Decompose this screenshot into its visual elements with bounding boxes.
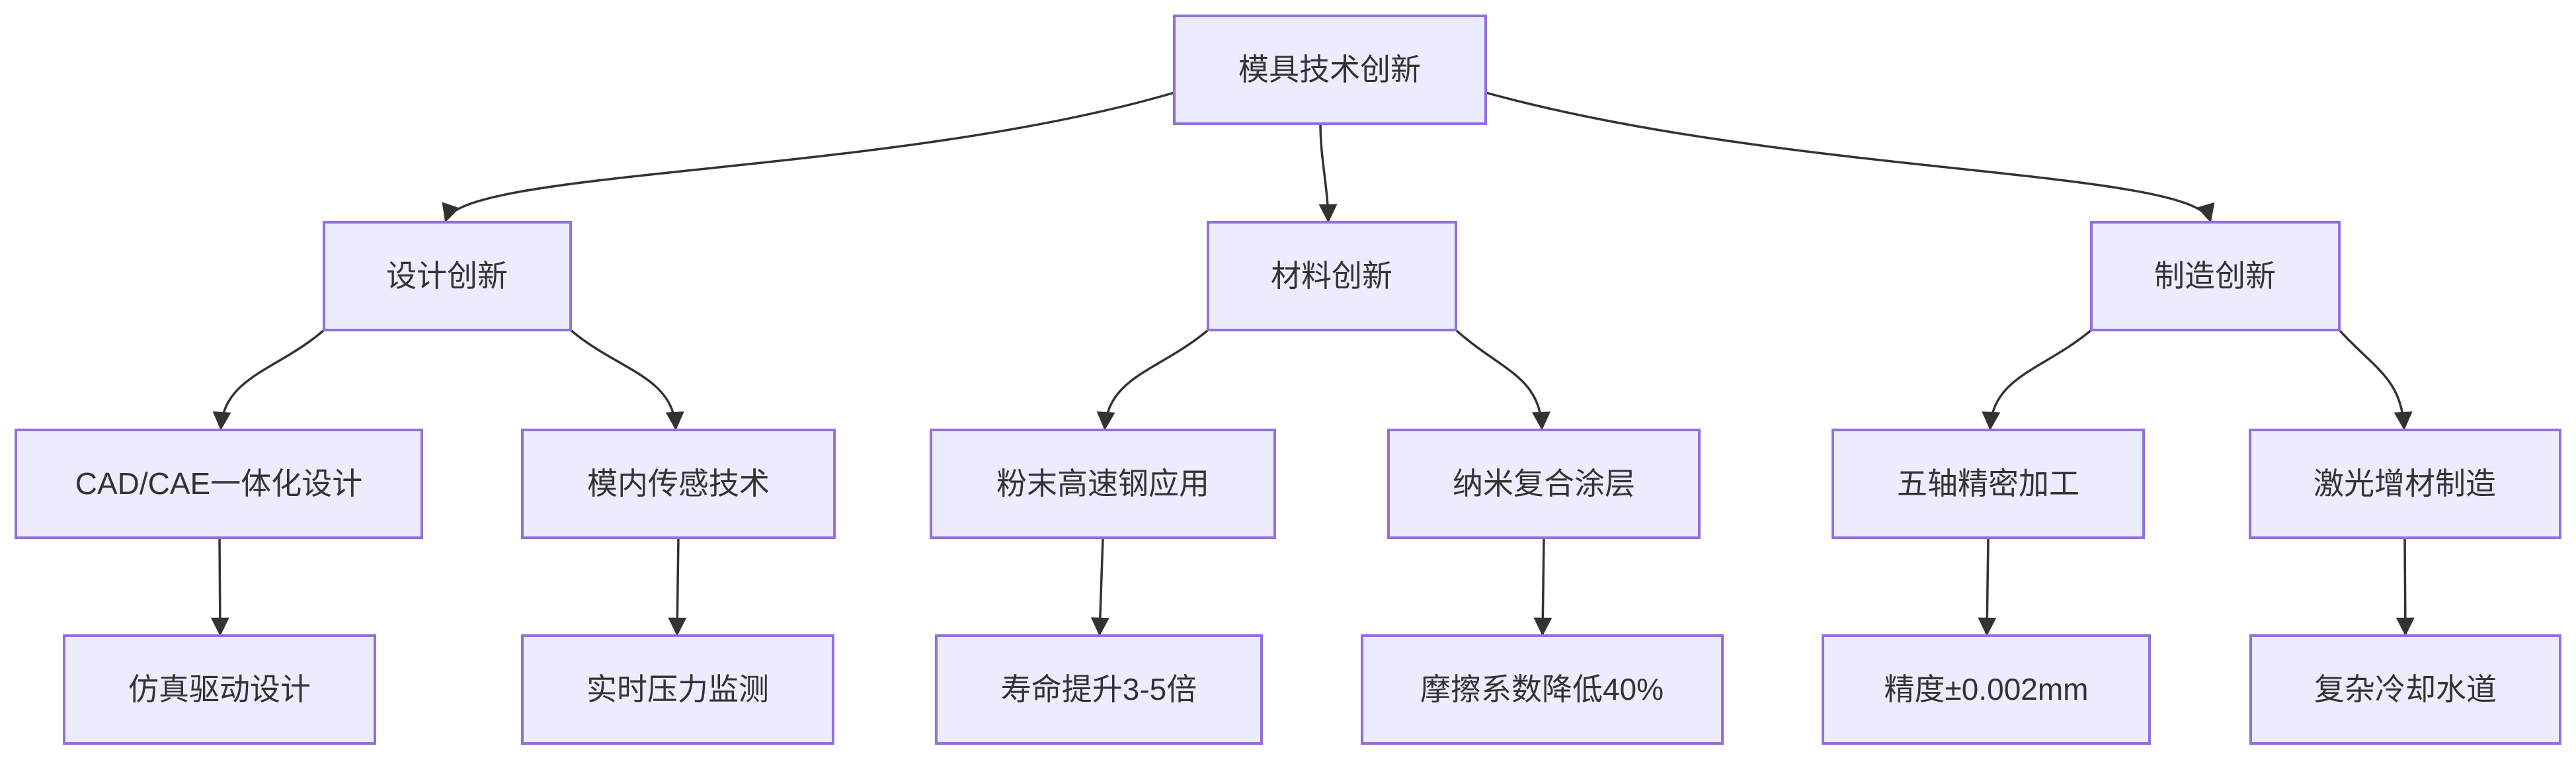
edge-in-mold-sensing-to-pressure-monitoring <box>668 537 687 636</box>
edge-root-to-design <box>442 91 1175 223</box>
node-simulation-driven-label: 仿真驱动设计 <box>128 672 311 706</box>
edge-powder-hss-to-life-boost <box>1090 537 1109 636</box>
node-manufacturing-label: 制造创新 <box>2154 259 2276 293</box>
node-five-axis-label: 五轴精密加工 <box>1897 466 2079 501</box>
edge-layer <box>210 91 2415 636</box>
node-precision-label: 精度±0.002mm <box>1884 672 2089 706</box>
node-layer: 模具技术创新 设计创新 材料创新 制造创新 CAD/CAE一体化设计 模内传感技… <box>15 15 2561 745</box>
node-design-label: 设计创新 <box>386 259 508 293</box>
node-material: 材料创新 <box>1207 221 1457 331</box>
edge-material-to-powder-hss <box>1096 329 1209 431</box>
node-powder-hss-label: 粉末高速钢应用 <box>996 466 1209 501</box>
node-laser-am-box <box>2249 429 2561 539</box>
node-friction-reduction: 摩擦系数降低40% <box>1361 634 1724 745</box>
node-laser-am: 激光增材制造 <box>2249 429 2561 539</box>
node-precision-box <box>1822 634 2151 745</box>
node-nano-coating-box <box>1387 429 1701 539</box>
node-life-boost-label: 寿命提升3-5倍 <box>1001 672 1197 706</box>
node-cad-cae-box <box>15 429 423 539</box>
node-life-boost-box <box>935 634 1263 745</box>
node-powder-hss: 粉末高速钢应用 <box>930 429 1276 539</box>
edge-root-to-manufacturing <box>1485 91 2215 223</box>
node-life-boost: 寿命提升3-5倍 <box>935 634 1263 745</box>
node-cooling-channels: 复杂冷却水道 <box>2249 634 2561 745</box>
node-precision: 精度±0.002mm <box>1822 634 2151 745</box>
node-in-mold-sensing-label: 模内传感技术 <box>587 466 770 501</box>
node-manufacturing: 制造创新 <box>2090 221 2341 331</box>
node-material-box <box>1207 221 1457 331</box>
edge-design-to-in-mold-sensing <box>569 329 684 431</box>
edge-manufacturing-to-five-axis <box>1982 329 2093 431</box>
edge-manufacturing-to-laser-am <box>2338 329 2413 431</box>
node-root: 模具技术创新 <box>1173 15 1487 125</box>
node-in-mold-sensing: 模内传感技术 <box>521 429 836 539</box>
node-five-axis-box <box>1831 429 2145 539</box>
node-nano-coating: 纳米复合涂层 <box>1387 429 1701 539</box>
edge-design-to-cad-cae <box>212 329 325 431</box>
node-laser-am-label: 激光增材制造 <box>2314 466 2496 501</box>
node-cad-cae: CAD/CAE一体化设计 <box>15 429 423 539</box>
node-pressure-monitoring-box <box>521 634 834 745</box>
node-friction-reduction-box <box>1361 634 1724 745</box>
node-root-box <box>1173 15 1487 125</box>
edge-material-to-nano-coating <box>1455 329 1551 431</box>
edge-root-to-material <box>1318 123 1338 223</box>
node-simulation-driven-box <box>63 634 376 745</box>
node-nano-coating-label: 纳米复合涂层 <box>1453 466 1635 501</box>
node-manufacturing-box <box>2090 221 2341 331</box>
edge-nano-coating-to-friction-reduction <box>1533 537 1552 636</box>
node-cad-cae-label: CAD/CAE一体化设计 <box>75 466 362 501</box>
node-cooling-channels-box <box>2249 634 2561 745</box>
node-friction-reduction-label: 摩擦系数降低40% <box>1420 672 1664 706</box>
node-design-box <box>323 221 572 331</box>
node-pressure-monitoring: 实时压力监测 <box>521 634 834 745</box>
node-simulation-driven: 仿真驱动设计 <box>63 634 376 745</box>
node-powder-hss-box <box>930 429 1276 539</box>
node-pressure-monitoring-label: 实时压力监测 <box>586 672 769 706</box>
node-root-label: 模具技术创新 <box>1238 52 1421 87</box>
node-in-mold-sensing-box <box>521 429 836 539</box>
edge-five-axis-to-precision <box>1978 537 1997 636</box>
node-material-label: 材料创新 <box>1271 259 1392 293</box>
node-five-axis: 五轴精密加工 <box>1831 429 2145 539</box>
node-design: 设计创新 <box>323 221 572 331</box>
node-cooling-channels-label: 复杂冷却水道 <box>2314 672 2497 706</box>
